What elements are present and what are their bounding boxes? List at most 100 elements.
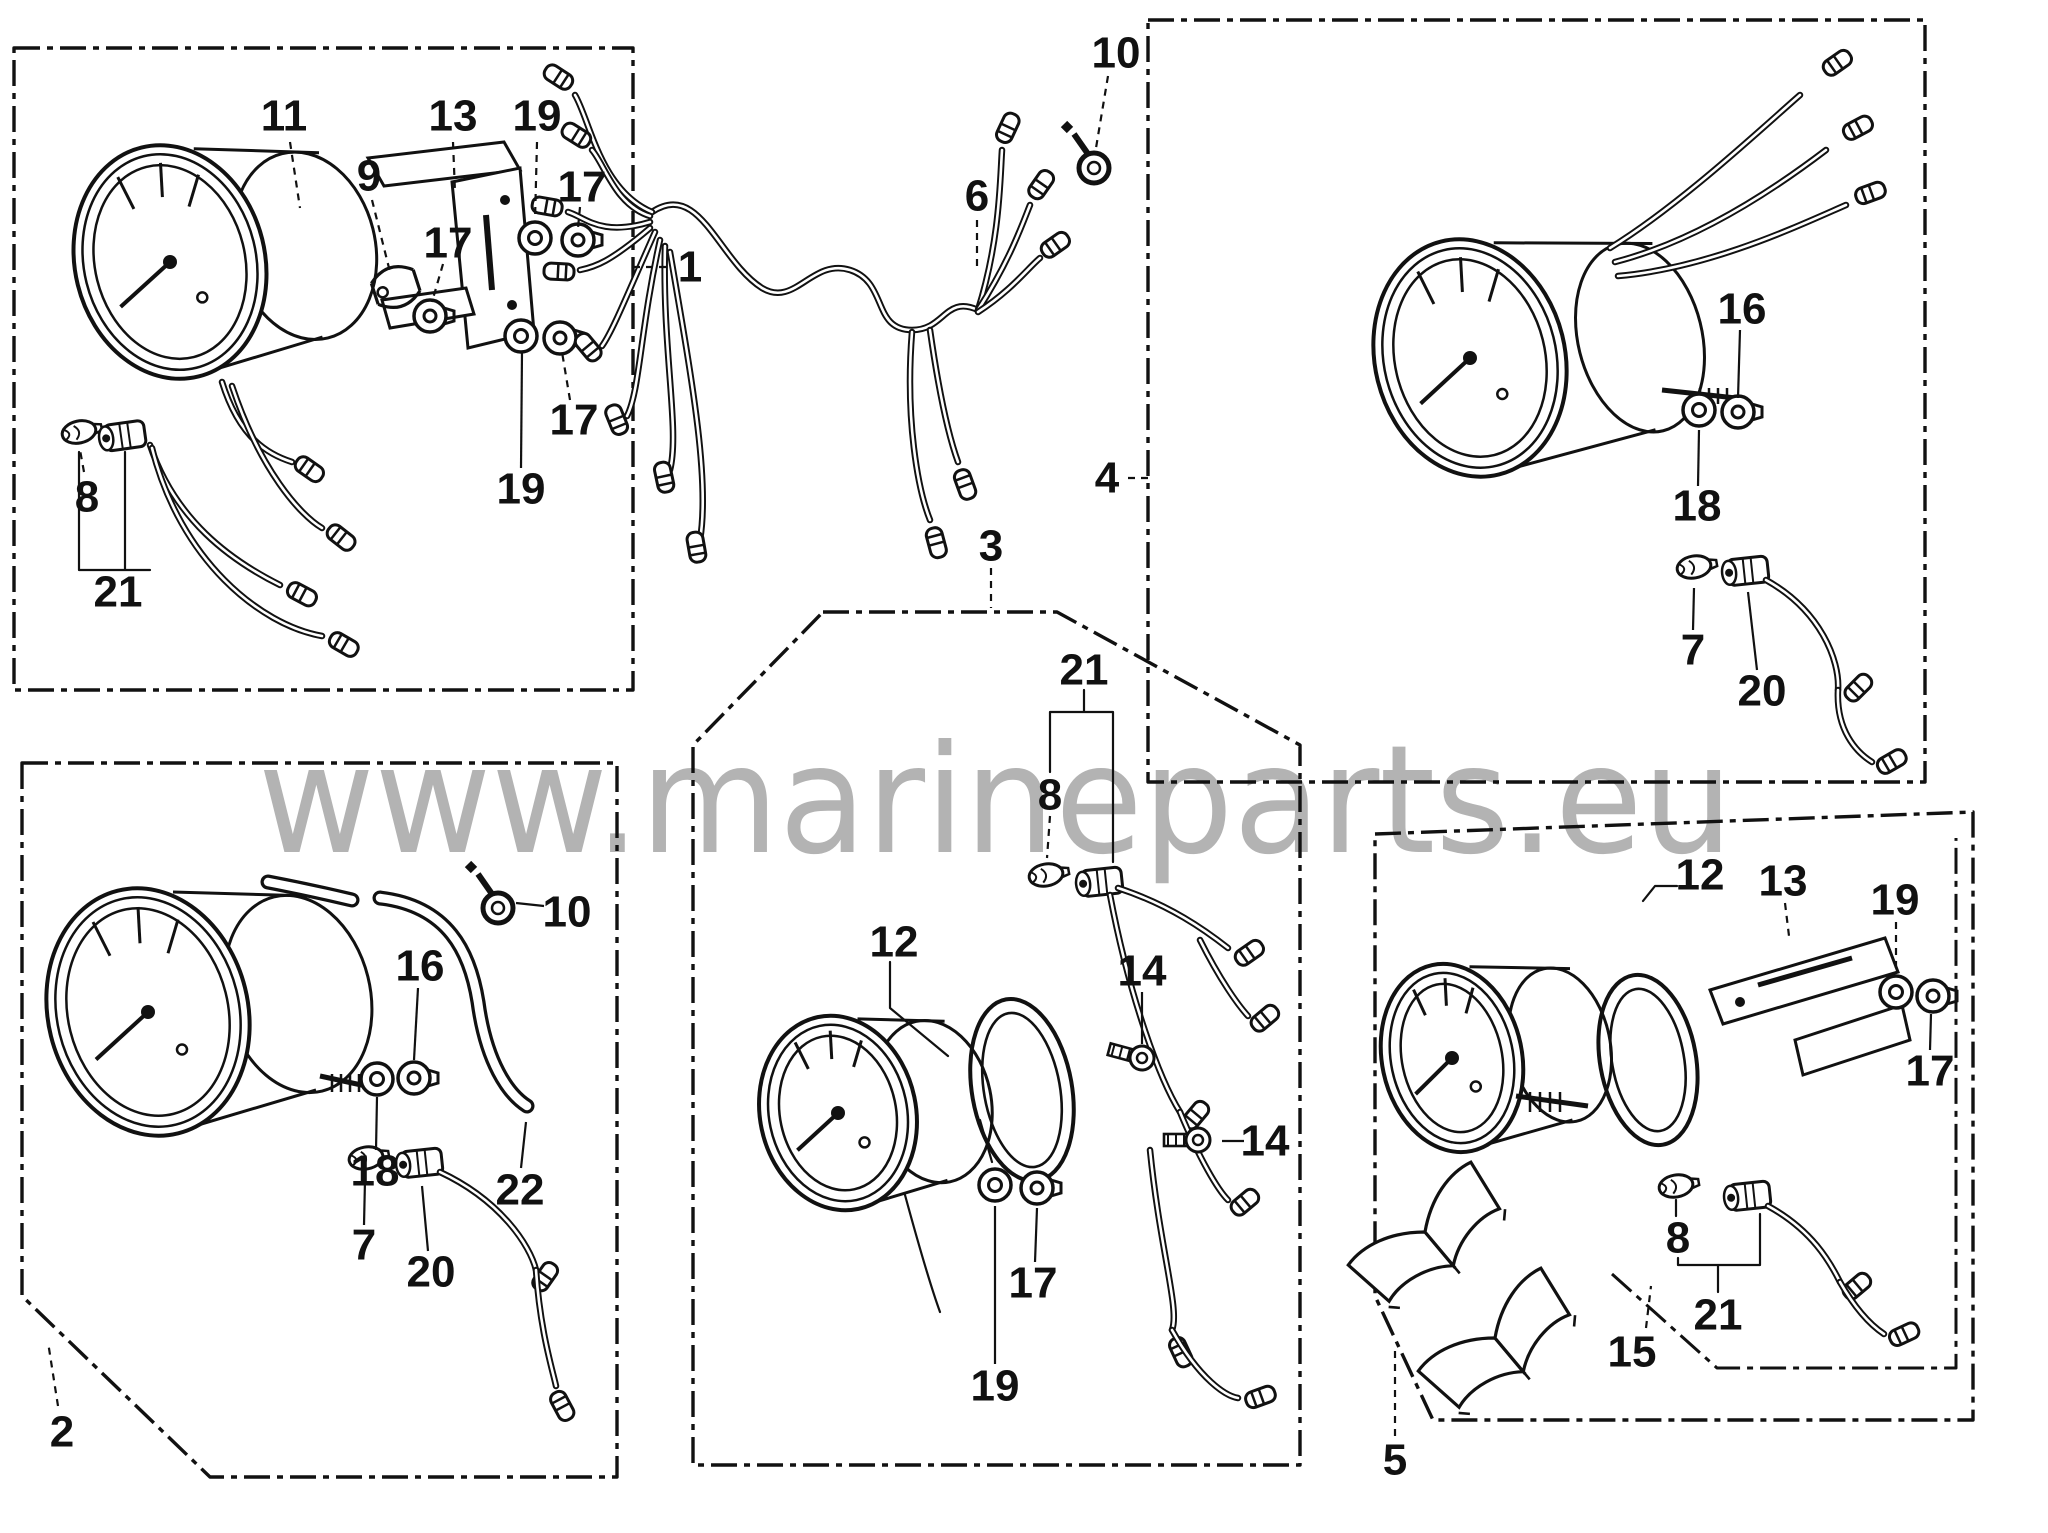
callout-label: 17 <box>1906 1047 1955 1096</box>
retainer-clip-part <box>464 860 516 926</box>
callout-label: 19 <box>513 92 562 141</box>
callout-label: 17 <box>558 163 607 212</box>
wire-terminal <box>652 460 676 494</box>
wire-terminal <box>325 523 357 552</box>
callout-label: 17 <box>1009 1259 1058 1308</box>
wire-terminal <box>924 526 948 560</box>
group-box-4 <box>1146 18 1927 784</box>
callout-label: 17 <box>424 219 473 268</box>
wire-terminal <box>549 1389 576 1422</box>
wire-terminal <box>685 530 708 564</box>
callout-label: 22 <box>496 1166 545 1215</box>
callout-label: 10 <box>543 888 592 937</box>
callout-label: 7 <box>352 1221 376 1270</box>
bulb-socket-part <box>1720 554 1771 587</box>
ellipse <box>980 1011 1064 1169</box>
callout-label: 6 <box>965 172 989 221</box>
bulb-socket-part <box>1074 865 1125 898</box>
wire-terminal <box>1249 1003 1281 1033</box>
callout-label: 2 <box>50 1408 74 1457</box>
callout-label: 21 <box>1694 1291 1743 1340</box>
callout-label: 8 <box>75 473 99 522</box>
wire-terminal <box>1875 748 1908 775</box>
bulb-part <box>1657 1173 1701 1199</box>
callout-label: 18 <box>351 1147 400 1196</box>
callout-label: 15 <box>1608 1328 1657 1377</box>
watermark-text: www.marineparts.eu <box>258 714 1733 888</box>
retainer-clip-part <box>1060 120 1112 186</box>
sensor-bolt-part <box>1106 1041 1156 1072</box>
callout-label: 13 <box>1759 857 1808 906</box>
wire-terminal <box>560 121 593 149</box>
callout-label: 10 <box>1092 29 1141 78</box>
callout-label: 9 <box>357 152 381 201</box>
bulb-socket-part <box>394 1146 445 1179</box>
wire-terminal <box>1244 1384 1277 1410</box>
washer-part <box>503 318 539 354</box>
callout-label: 8 <box>1038 771 1062 820</box>
nut-part <box>1720 394 1764 430</box>
callout-label: 11 <box>261 92 308 141</box>
callout-label: 14 <box>1241 1117 1290 1166</box>
sensor-bolt-part <box>1162 1126 1212 1154</box>
mounting-bracket-part <box>1708 936 1912 1077</box>
ellipse <box>1609 987 1687 1133</box>
gauge-meter-2 <box>44 886 374 1138</box>
wire-terminal <box>542 63 575 91</box>
gauge-meter-4 <box>1371 237 1706 479</box>
wire-terminal <box>1229 1187 1261 1217</box>
callout-label: 7 <box>1681 626 1705 675</box>
wire-terminal <box>1027 169 1056 201</box>
nut-part <box>560 222 604 258</box>
wire-terminal <box>327 631 360 658</box>
callout-label: 20 <box>407 1248 456 1297</box>
wire-terminal <box>573 331 603 363</box>
wire-terminal <box>1854 180 1887 206</box>
gauge-meter-3 <box>757 1013 994 1213</box>
mounting-bracket-part <box>365 140 536 350</box>
group-box-1 <box>12 46 635 692</box>
callout-label: 12 <box>870 918 919 967</box>
callout-label: 16 <box>396 942 445 991</box>
wire-terminal <box>604 403 630 436</box>
wire-terminal <box>542 261 576 282</box>
nut-part <box>1019 1170 1063 1206</box>
callout-label: 17 <box>550 396 599 445</box>
bulb-socket-part <box>1722 1179 1773 1212</box>
manual-book-part <box>1346 1160 1507 1310</box>
wire-terminal <box>1233 938 1265 967</box>
washer-part <box>359 1061 395 1097</box>
bulb-part <box>347 1145 391 1171</box>
wire-terminal <box>530 195 564 218</box>
bulb-socket-part <box>97 419 148 453</box>
wire-terminal <box>995 111 1021 145</box>
bulb-part <box>1027 862 1071 888</box>
group-box-2 <box>20 761 619 1479</box>
callout-label: 19 <box>971 1362 1020 1411</box>
bulb-part <box>1675 554 1719 580</box>
callout-label: 19 <box>497 465 546 514</box>
callout-label: 5 <box>1383 1436 1407 1485</box>
callout-label: 21 <box>94 568 143 617</box>
group-box-3 <box>691 610 1302 1467</box>
wire-terminal <box>1841 114 1874 141</box>
callout-label: 18 <box>1673 482 1722 531</box>
wire-terminal <box>285 581 318 608</box>
bulb-part <box>60 419 104 445</box>
callout-label: 3 <box>979 522 1003 571</box>
washer-part <box>977 1167 1013 1203</box>
callout-label: 20 <box>1738 667 1787 716</box>
wire-terminal <box>293 455 325 484</box>
group-box-5-inner <box>1610 838 1958 1370</box>
nut-part <box>396 1060 440 1096</box>
wire-terminal <box>1821 48 1853 77</box>
nut-part <box>412 298 456 334</box>
callout-label: 4 <box>1095 454 1120 503</box>
callout-label: 16 <box>1718 285 1767 334</box>
wire-terminal <box>1887 1321 1921 1347</box>
gauge-meter-5 <box>1378 961 1614 1155</box>
washer-part <box>1681 392 1717 428</box>
callout-label: 13 <box>429 92 478 141</box>
